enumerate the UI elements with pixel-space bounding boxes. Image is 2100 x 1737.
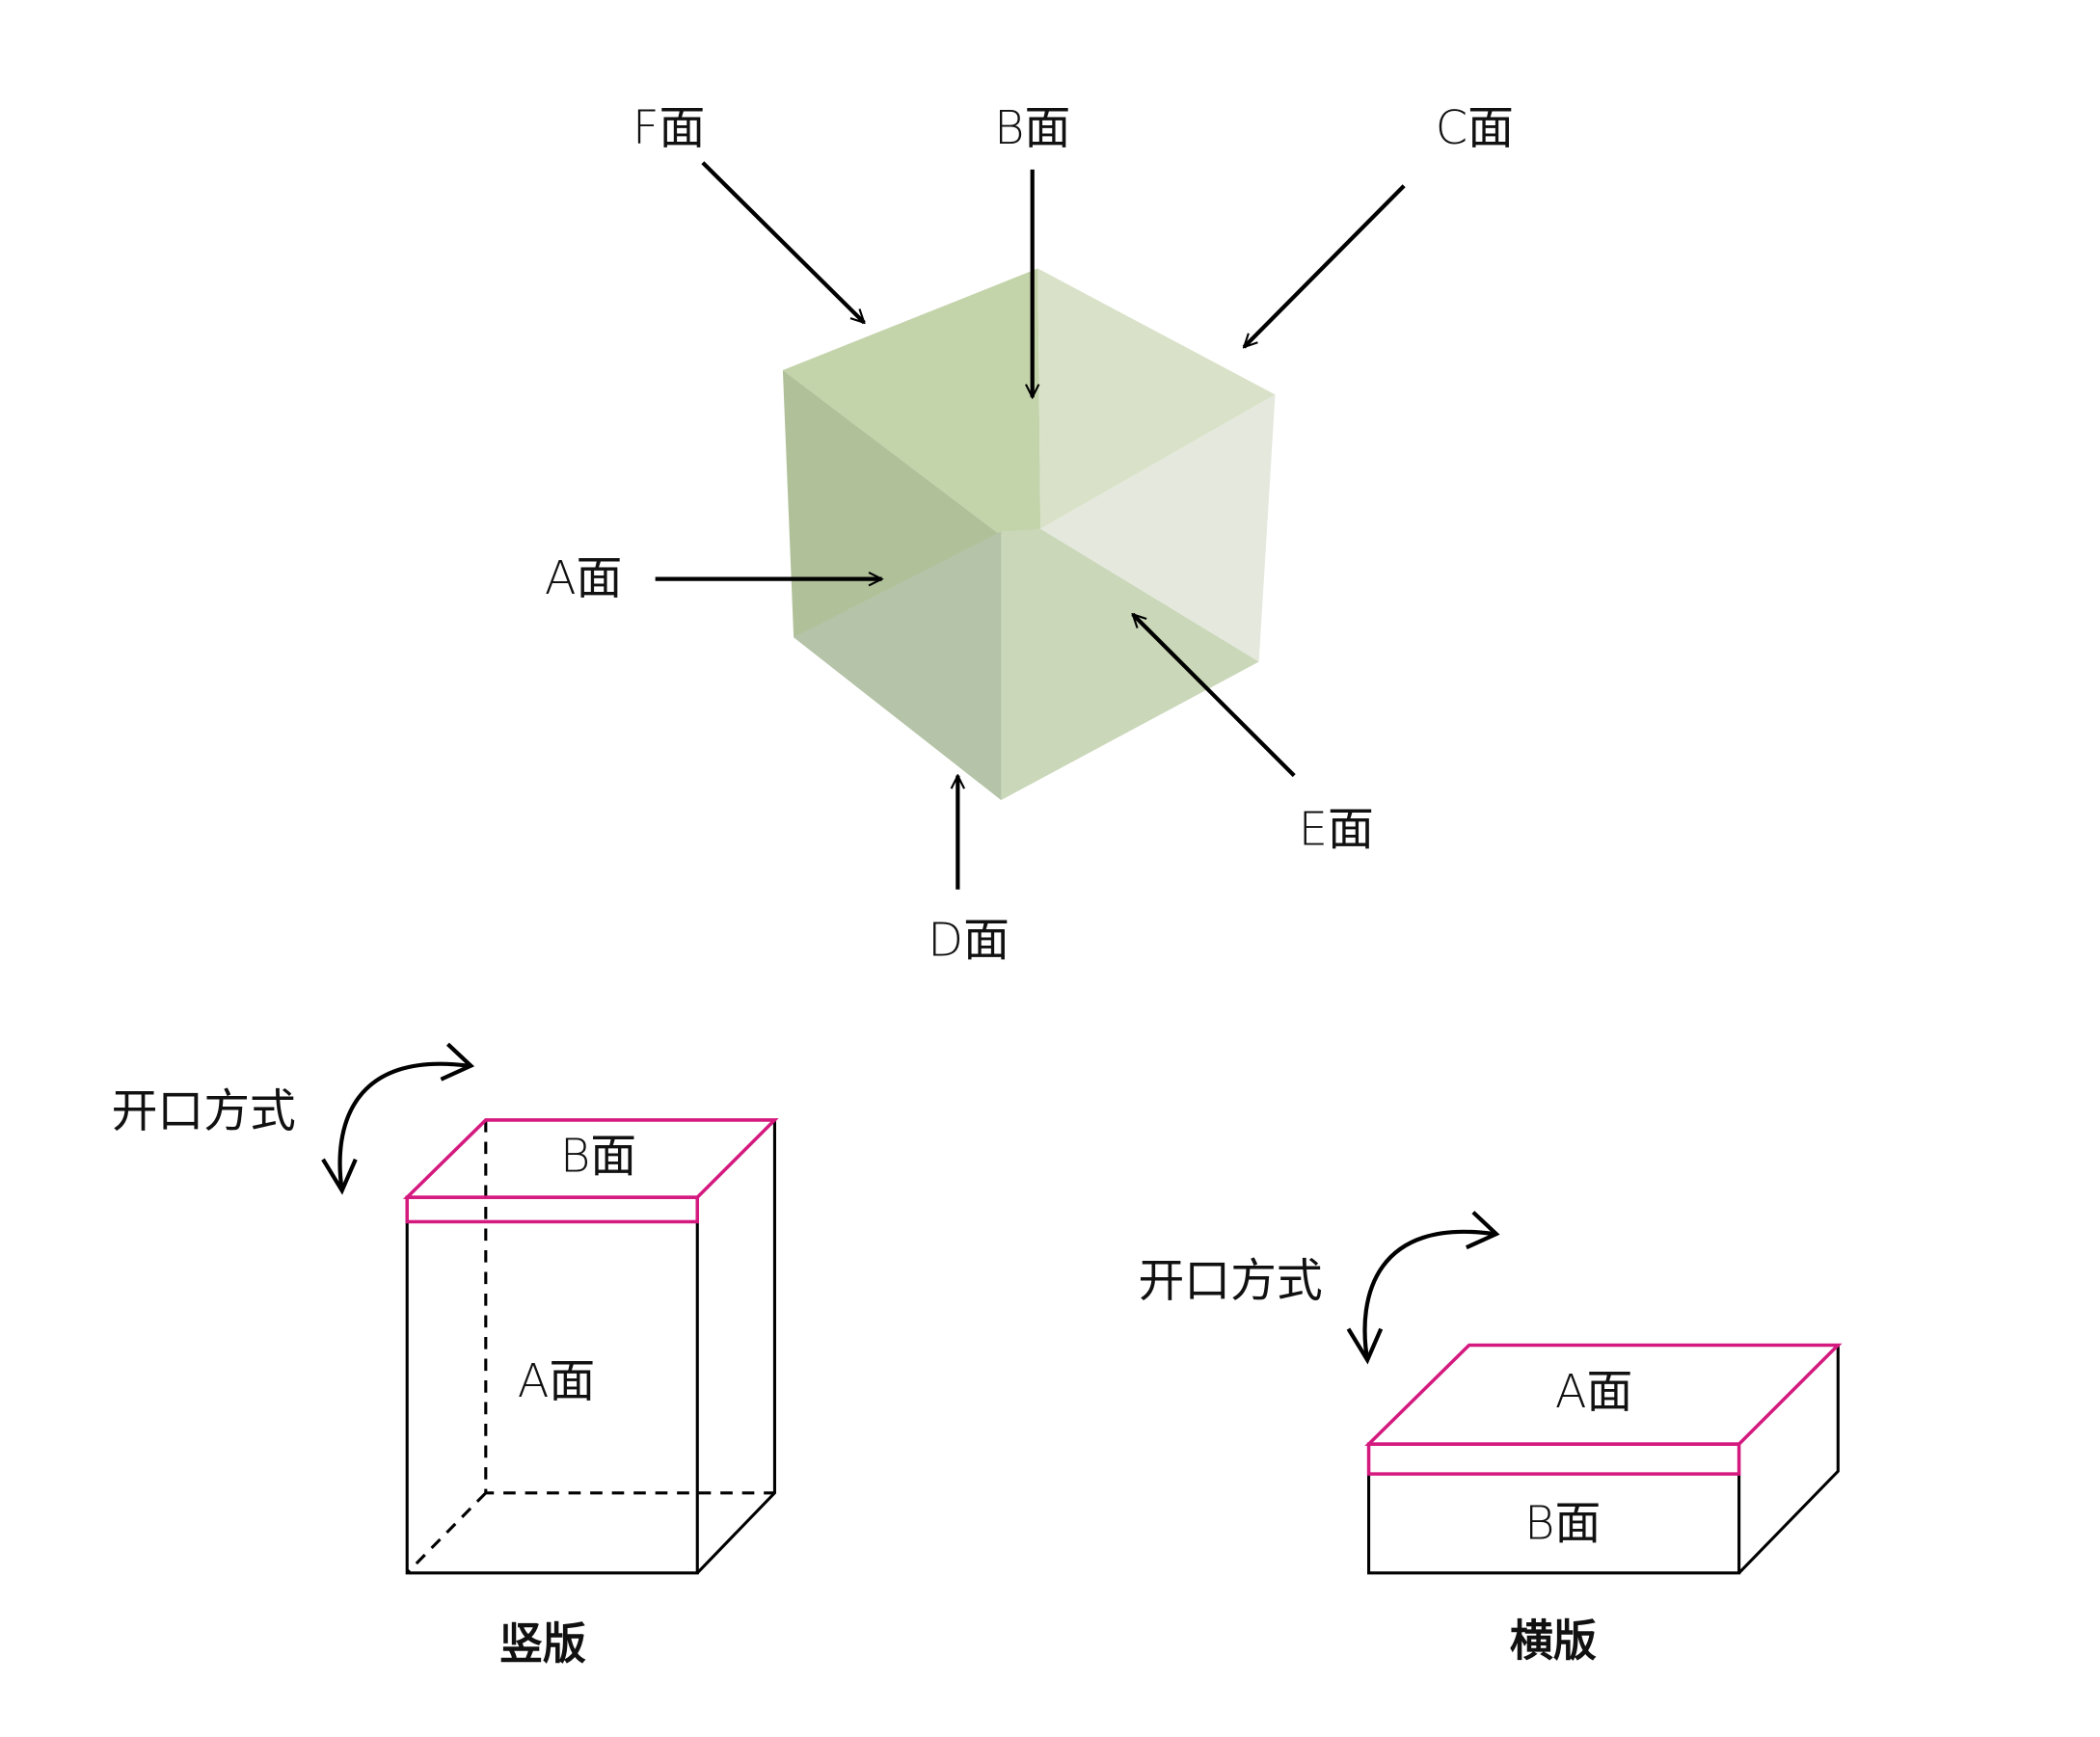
horizontal-top-label: A面: [1555, 1366, 1633, 1419]
vertical-box: [321, 1042, 779, 1575]
label-c-face: C面: [1436, 102, 1514, 155]
opening-direction-arrow: [1362, 1229, 1494, 1361]
opening-method-label: 开口方式: [1138, 1255, 1322, 1308]
top-face: [402, 1118, 779, 1199]
horizontal-caption: 横版: [1510, 1616, 1597, 1667]
label-f-face: F面: [633, 102, 705, 155]
label-d-face: D面: [928, 915, 1010, 968]
cube-face-front-right: [1001, 528, 1259, 800]
horizontal-box: [1346, 1211, 1843, 1575]
cube-face-right: [1040, 394, 1276, 662]
arrow-f: [701, 161, 864, 323]
cube-face-top: [782, 268, 1041, 536]
cube: [782, 268, 1276, 800]
arrow-e: [1133, 614, 1296, 778]
opening-band: [405, 1195, 700, 1224]
opening-band: [1366, 1442, 1741, 1476]
top-face: [1364, 1343, 1843, 1446]
vertical-front-label: A面: [518, 1355, 596, 1408]
opening-method-label: 开口方式: [112, 1085, 296, 1138]
label-a-face: A面: [545, 552, 623, 605]
label-b-face: B面: [994, 102, 1070, 155]
face-arrows: [655, 161, 1406, 890]
cube-face-top-right: [1037, 268, 1276, 529]
vertical-top-label: B面: [560, 1130, 636, 1183]
label-e-face: E面: [1299, 803, 1374, 856]
cube-face-bottom-left: [794, 531, 1002, 800]
opening-direction-arrow: [337, 1061, 469, 1191]
arrow-c: [1244, 184, 1406, 347]
horizontal-front-label: B面: [1524, 1498, 1601, 1551]
vertical-caption: 竖版: [499, 1617, 586, 1669]
